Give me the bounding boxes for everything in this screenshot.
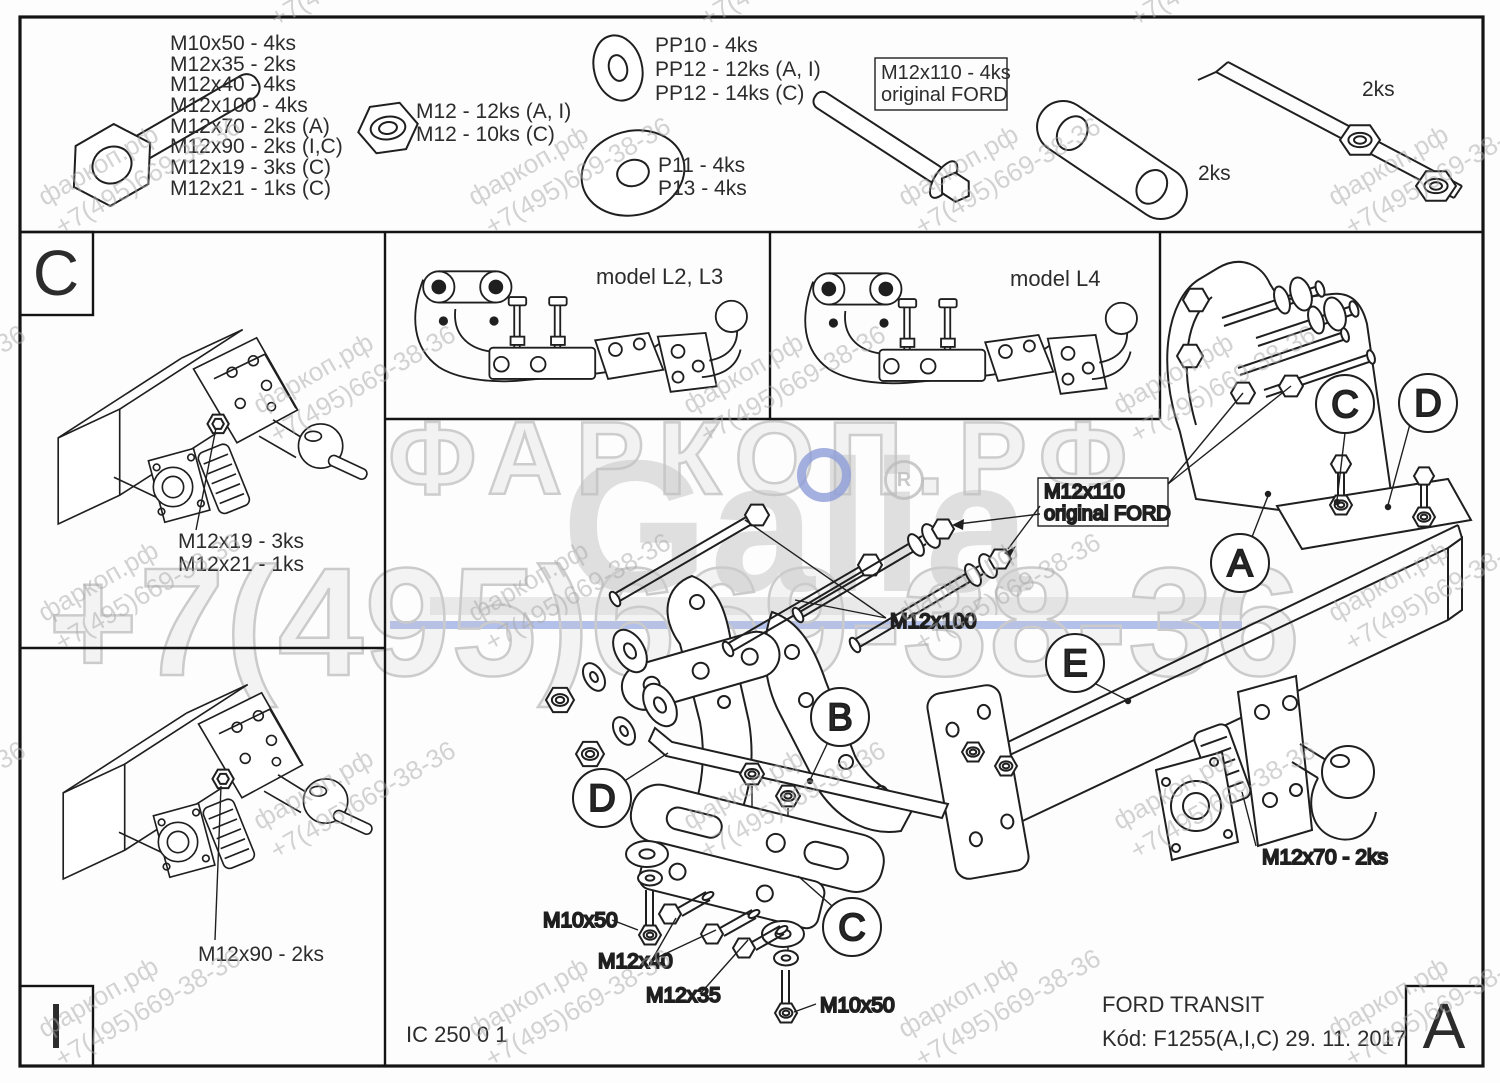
- callout-letter: D: [1414, 383, 1441, 425]
- legend-line: M12x90 - 2ks (I,C): [170, 135, 343, 158]
- legend-ford-bolt: M12x110 - 4ks original FORD: [812, 57, 1011, 214]
- strip-qty: 2ks: [1362, 78, 1395, 101]
- callout-letter: C: [1331, 384, 1358, 426]
- variant-l4-drawing: model L4: [804, 266, 1138, 395]
- link-plate-qty: 2ks: [1198, 162, 1231, 185]
- legend-line: PP12 - 14ks (C): [655, 82, 804, 105]
- callout-letter: B: [827, 697, 852, 739]
- legend-line: PP10 - 4ks: [655, 34, 758, 57]
- legend-line: M10x50 - 4ks: [170, 32, 296, 55]
- panel-label-c: C: [33, 237, 79, 309]
- vehicle-name: FORD TRANSIT: [1102, 992, 1264, 1017]
- legend-line: M12 - 10ks (C): [416, 123, 555, 146]
- bottom-fasteners: [626, 841, 804, 1023]
- variant-l2-l3-drawing: model L2, L3: [414, 264, 748, 393]
- note-m12x100: M12x100: [890, 610, 976, 633]
- callout-letter: A: [1227, 543, 1253, 585]
- legend-nut-icon: [355, 101, 421, 156]
- detail-i-note: M12x90 - 2ks: [198, 943, 324, 966]
- legend-nut-list: M12 - 12ks (A, I) M12 - 10ks (C): [416, 100, 571, 146]
- ford-bolt-label: original FORD: [881, 84, 1008, 106]
- detail-c-note: M12x21 - 1ks: [178, 553, 304, 576]
- detail-c-note: M12x19 - 3ks: [178, 530, 304, 553]
- legend-bolt-list: M10x50 - 4ks M12x35 - 2ks M12x40 - 4ks M…: [170, 32, 343, 200]
- towball-clamp: [1154, 674, 1377, 862]
- callout-letter: D: [588, 778, 615, 820]
- panel-label-i: I: [47, 990, 65, 1062]
- detail-c-drawing: M12x19 - 3ks M12x21 - 1ks: [58, 330, 368, 576]
- panel-label-a: A: [1423, 990, 1466, 1062]
- ford-box-line: M12x110: [1044, 481, 1125, 503]
- callout-letter: E: [1062, 643, 1087, 685]
- legend-line: M12x19 - 3ks (C): [170, 156, 331, 179]
- ford-box-callout: M12x110 original FORD: [952, 477, 1172, 557]
- note-m12x40: M12x40: [598, 950, 673, 973]
- legend-small-washer-icon: [592, 34, 644, 102]
- legend-large-washer-icon: [580, 129, 686, 217]
- legend-small-washer-list: PP10 - 4ks PP12 - 12ks (A, I) PP12 - 14k…: [655, 34, 821, 105]
- note-m10x50-right: M10x50: [820, 994, 895, 1017]
- long-bolts: [608, 505, 1011, 658]
- variant-label: model L2, L3: [596, 264, 723, 289]
- note-m12x35: M12x35: [646, 984, 721, 1007]
- legend-line: M12x40 - 4ks: [170, 73, 296, 96]
- legend-line: P13 - 4ks: [658, 177, 747, 200]
- bottom-bracket: [629, 783, 885, 930]
- legend-large-washer-list: P11 - 4ks P13 - 4ks: [658, 154, 747, 200]
- legend-line: M12x35 - 2ks: [170, 53, 296, 76]
- callout-circles: C D A E B D C: [572, 373, 1458, 957]
- legend-line: PP12 - 12ks (A, I): [655, 58, 821, 81]
- ford-box-line: original FORD: [1044, 503, 1171, 525]
- callout-letter: C: [838, 907, 865, 949]
- frame-borders: [18, 15, 1485, 1068]
- note-m12x70: M12x70 - 2ks: [1262, 846, 1388, 869]
- legend-link-plate: 2ks: [1036, 100, 1231, 220]
- legend-line: M12x70 - 2ks (A): [170, 115, 330, 138]
- right-mounting-plate: [1275, 455, 1473, 551]
- note-m10x50-left: M10x50: [543, 909, 618, 932]
- legend-line: M12 - 12ks (A, I): [416, 100, 571, 123]
- legend-line: M12x21 - 1ks (C): [170, 177, 331, 200]
- legend-line: M12x100 - 4ks: [170, 94, 308, 117]
- legend-bolt-icon: [57, 51, 261, 217]
- footer: IC 250 0 1 FORD TRANSIT Kód: F1255(A,I,C…: [406, 992, 1406, 1051]
- ic-code: IC 250 0 1: [406, 1022, 508, 1047]
- legend-line: P11 - 4ks: [658, 154, 745, 177]
- detail-i-drawing: M12x90 - 2ks: [63, 685, 373, 966]
- variant-label: model L4: [1010, 266, 1101, 291]
- kod-date: Kód: F1255(A,I,C) 29. 11. 2017: [1102, 1026, 1406, 1051]
- legend-strip: 2ks: [1197, 61, 1462, 201]
- ford-bolt-label: M12x110 - 4ks: [881, 62, 1011, 84]
